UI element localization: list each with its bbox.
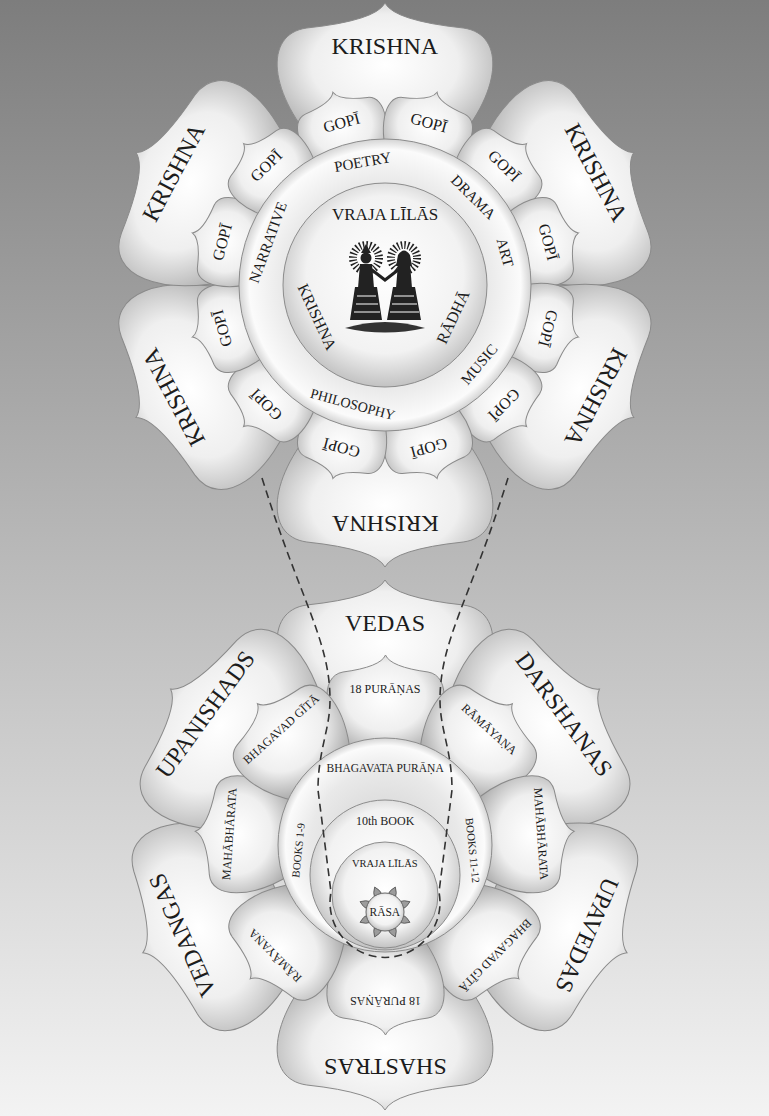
- rasa-lotus: RĀSA: [358, 885, 412, 939]
- vraja-center-circle-label: VRAJA LĪLĀS: [332, 205, 438, 225]
- text-petal-label: 18 PURĀṆAS: [350, 683, 421, 697]
- bhagavata-band-label: BHAGAVATA PURĀṆA: [327, 762, 444, 775]
- arts-band: POETRYDRAMAARTMUSICPHILOSOPHYNARRATIVEVR…: [238, 138, 532, 432]
- book-circle: 10th BOOK VRAJA LĪLĀS RĀSA: [309, 799, 461, 951]
- book-circle-label: 10th BOOK: [356, 815, 414, 829]
- scripture-petal-label: SHASTRAS: [324, 1052, 447, 1080]
- vraja-circle-label: VRAJA LĪLĀS: [352, 858, 418, 870]
- scripture-petal-label: VEDAS: [345, 610, 425, 638]
- vraja-circle: VRAJA LĪLĀS RĀSA: [331, 841, 439, 949]
- bhagavata-band: BHAGAVATA PURĀṆABOOKS 1-9BOOKS 11-1210th…: [277, 737, 493, 953]
- vraja-center-circle: VRAJA LĪLĀSKRISHNARĀDHĀ: [282, 182, 488, 388]
- rasa-lotus-label: RĀSA: [370, 906, 401, 919]
- krishna-petal-label: KRISHNA: [332, 33, 439, 61]
- krishna-petal-label: KRISHNA: [332, 509, 439, 537]
- text-petal-label: 18 PURĀṆAS: [350, 993, 421, 1007]
